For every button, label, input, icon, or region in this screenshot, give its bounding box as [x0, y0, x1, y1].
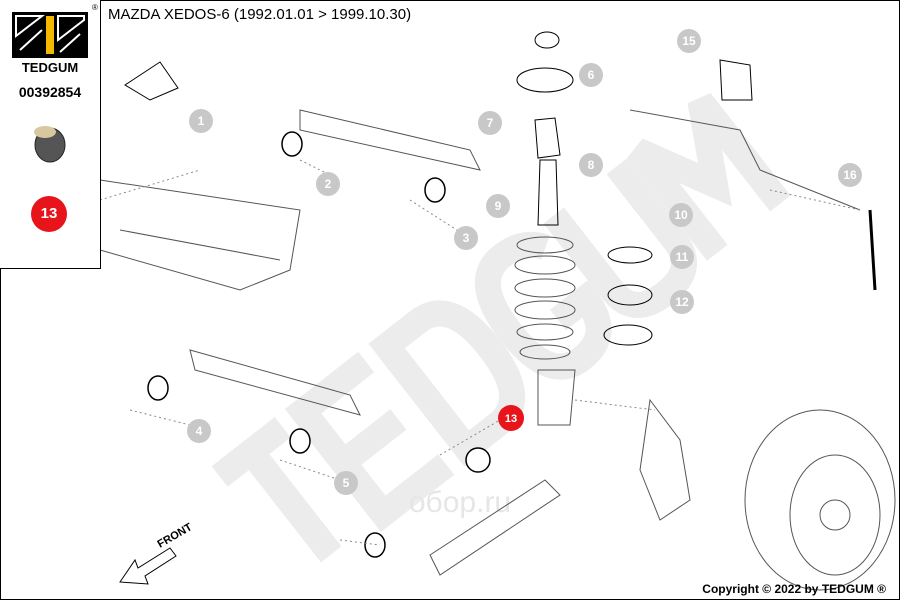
svg-text:1: 1	[198, 114, 205, 128]
callout-1[interactable]: 1	[189, 109, 213, 133]
spring-seat	[607, 246, 653, 264]
front-label: FRONT	[156, 521, 195, 550]
upper-arm	[299, 109, 481, 171]
svg-text:6: 6	[588, 68, 595, 82]
knuckle	[639, 398, 691, 521]
callout-3[interactable]: 3	[454, 226, 478, 250]
copyright: Copyright © 2022 by TEDGUM ®	[702, 582, 886, 596]
sidebar: ® TEDGUM 00392854 13	[0, 0, 101, 269]
callout-15[interactable]: 15	[677, 29, 701, 53]
callout-4[interactable]: 4	[187, 419, 211, 443]
page-title: MAZDA XEDOS-6 (1992.01.01 > 1999.10.30)	[108, 6, 412, 23]
svg-text:4: 4	[196, 424, 203, 438]
svg-text:15: 15	[682, 34, 696, 48]
spring-pad	[603, 324, 653, 346]
site-watermark: обоp.ru	[409, 486, 511, 519]
callout-5[interactable]: 5	[334, 471, 358, 495]
svg-text:13: 13	[505, 413, 517, 425]
svg-text:12: 12	[675, 295, 689, 309]
svg-text:8: 8	[588, 158, 595, 172]
bearing	[607, 284, 653, 306]
svg-text:11: 11	[676, 250, 689, 264]
callout-11[interactable]: 11	[670, 245, 694, 269]
tedgum-logo: ®	[12, 3, 98, 58]
subframe	[99, 179, 301, 291]
dust-boot	[537, 159, 559, 226]
svg-text:16: 16	[843, 168, 857, 182]
stabilizer-bar	[629, 109, 861, 211]
callout-9[interactable]: 9	[486, 194, 510, 218]
registered-mark: ®	[92, 3, 98, 12]
svg-text:5: 5	[343, 476, 350, 490]
svg-text:7: 7	[487, 116, 494, 130]
stabilizer-link	[868, 209, 877, 291]
brand-name: TEDGUM	[21, 60, 79, 75]
callout-16[interactable]: 16	[838, 163, 862, 187]
lower-arm-rear	[189, 349, 361, 416]
callout-12[interactable]: 12	[670, 290, 694, 314]
svg-text:3: 3	[463, 231, 470, 245]
bump-stop	[534, 117, 561, 159]
top-nut	[534, 31, 560, 49]
callout-8[interactable]: 8	[579, 153, 603, 177]
svg-text:2: 2	[325, 177, 332, 191]
wheel	[744, 409, 896, 591]
strut	[537, 369, 576, 426]
callout-7[interactable]: 7	[478, 111, 502, 135]
coil-spring	[514, 236, 576, 360]
highlight-badge: 13	[31, 196, 67, 232]
front-arrow: FRONT	[119, 521, 195, 585]
part-thumbnail	[34, 126, 66, 163]
leader-lines	[99, 159, 861, 546]
svg-text:9: 9	[495, 199, 502, 213]
lower-arm-front	[429, 479, 561, 576]
callout-6[interactable]: 6	[579, 63, 603, 87]
part-number: 00392854	[18, 84, 82, 100]
bushings	[147, 131, 491, 558]
callout-13-highlight[interactable]: 13	[498, 405, 524, 431]
stabilizer-bushing	[719, 59, 753, 101]
strut-mount	[516, 67, 574, 93]
svg-text:10: 10	[674, 208, 688, 222]
callout-10[interactable]: 10	[669, 203, 693, 227]
callout-2[interactable]: 2	[316, 172, 340, 196]
bump-stop-rubber	[124, 61, 179, 101]
